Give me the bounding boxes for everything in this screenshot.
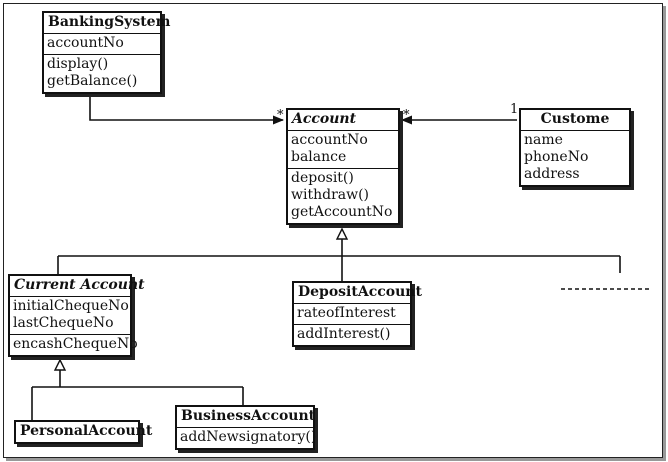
- operation: encashChequeNo: [13, 336, 138, 352]
- class-current-account[interactable]: Current Account initialChequeNo lastCheq…: [8, 274, 145, 357]
- class-name: BankingSystem: [44, 13, 170, 34]
- attributes-section: rateofInterest: [294, 304, 410, 325]
- operation: withdraw(): [291, 187, 370, 203]
- association-banking-account: [89, 97, 285, 125]
- operations-section: encashChequeNo: [10, 335, 138, 355]
- attribute: phoneNo: [524, 149, 589, 165]
- attribute: lastChequeNo: [13, 315, 114, 331]
- attribute: rateofInterest: [297, 305, 396, 321]
- operations-section: addInterest(): [294, 325, 410, 345]
- attribute: initialChequeNo: [13, 298, 129, 314]
- attributes-section: accountNo: [44, 34, 160, 55]
- generalization-current-account: [31, 358, 244, 420]
- generalization-account: [57, 227, 621, 281]
- attribute: accountNo: [291, 132, 368, 148]
- class-personal-account[interactable]: PersonalAccount: [14, 420, 153, 444]
- class-deposit-account[interactable]: DepositAccount rateofInterest addInteres…: [292, 281, 422, 347]
- operation: deposit(): [291, 170, 354, 186]
- operations-section: deposit() withdraw() getAccountNo: [288, 169, 398, 223]
- attribute: address: [524, 166, 580, 182]
- operations-section: display() getBalance(): [44, 55, 160, 92]
- class-name: Current Account: [10, 276, 145, 297]
- class-name: DepositAccount: [294, 283, 422, 304]
- class-banking-system[interactable]: BankingSystem accountNo display() getBal…: [42, 11, 170, 94]
- attributes-section: accountNo balance: [288, 131, 398, 169]
- class-name: Custome: [521, 110, 629, 131]
- attributes-section: initialChequeNo lastChequeNo: [10, 297, 130, 335]
- class-name: PersonalAccount: [20, 423, 153, 439]
- multiplicity-banking-account: *: [277, 108, 284, 123]
- multiplicity-customer-account: *: [403, 108, 410, 123]
- class-name: Account: [288, 110, 398, 131]
- operations-section: addNewsignatory(): [177, 428, 317, 448]
- operation: getAccountNo: [291, 204, 393, 220]
- operation: display(): [47, 56, 109, 72]
- attributes-section: name phoneNo address: [521, 131, 629, 185]
- attribute: accountNo: [47, 35, 124, 51]
- operation: addNewsignatory(): [180, 429, 317, 445]
- operation: addInterest(): [297, 326, 391, 342]
- class-name: BusinessAccount: [177, 407, 315, 428]
- class-account[interactable]: Account accountNo balance deposit() with…: [286, 108, 400, 225]
- class-customer[interactable]: Custome name phoneNo address: [519, 108, 631, 187]
- multiplicity-customer: 1: [510, 102, 519, 117]
- attribute: balance: [291, 149, 347, 165]
- operation: getBalance(): [47, 73, 138, 89]
- attribute: name: [524, 132, 563, 148]
- class-business-account[interactable]: BusinessAccount addNewsignatory(): [175, 405, 317, 450]
